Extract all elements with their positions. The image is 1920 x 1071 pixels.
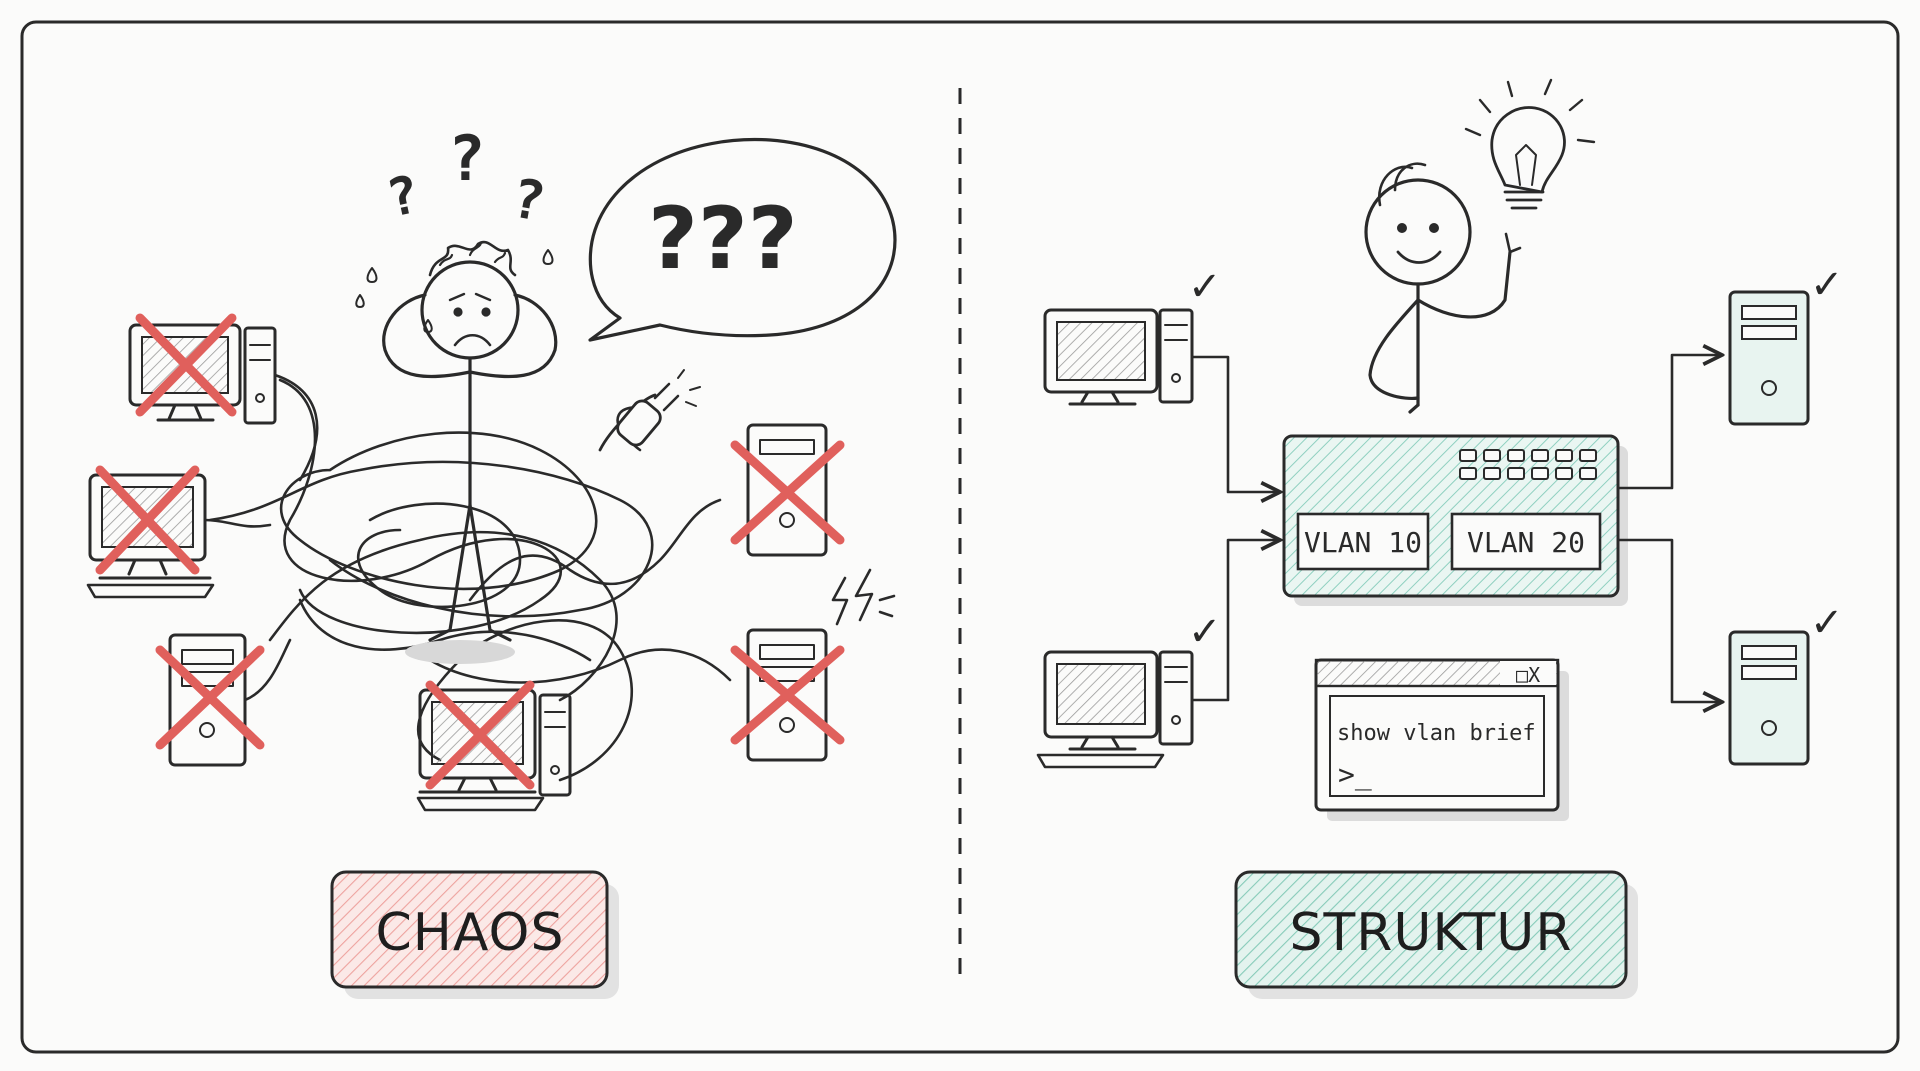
server-tower-2 — [730, 423, 845, 557]
speech-bubble-text: ??? — [648, 189, 798, 289]
server-1 — [1728, 290, 1810, 426]
connector-server-2 — [1616, 538, 1722, 702]
vlan-20-label: VLAN 20 — [1467, 526, 1585, 559]
workstation-2 — [1036, 650, 1194, 769]
server-2 — [1728, 630, 1810, 766]
chaos-panel: ? ? ? ??? — [86, 122, 897, 999]
structure-label: STRUKTUR — [1234, 870, 1638, 999]
connector-workstation-2 — [1190, 540, 1280, 702]
question-mark-icon: ? — [382, 165, 425, 230]
vlan-20-box — [1450, 512, 1602, 571]
network-switch: VLAN 10 VLAN 20 — [1282, 434, 1628, 606]
checkmark-icon: ✓ — [1810, 600, 1844, 646]
speech-bubble — [588, 137, 897, 342]
lightbulb-icon — [1464, 78, 1596, 210]
question-mark-icon: ? — [507, 166, 550, 234]
vlan-10-box — [1296, 512, 1430, 571]
cross-icon — [425, 680, 535, 790]
question-mark-icon: ? — [448, 122, 485, 195]
page-frame — [20, 20, 1900, 1054]
server-tower-3 — [730, 628, 845, 762]
happy-stick-figure — [1364, 162, 1522, 414]
checkmark-icon: ✓ — [1810, 262, 1844, 308]
checkmark-icon: ✓ — [1188, 264, 1222, 310]
checkmark-icon: ✓ — [1188, 609, 1222, 655]
connector-server-1 — [1616, 355, 1722, 490]
desktop-computer-2 — [86, 465, 272, 599]
floor-shadow — [405, 640, 515, 664]
cross-icon — [95, 465, 200, 575]
chaos-label-text: CHAOS — [375, 903, 564, 963]
terminal-window-controls: _□X — [1504, 663, 1540, 687]
terminal-prompt: >_ — [1338, 758, 1372, 792]
terminal-command: show vlan brief — [1337, 721, 1536, 746]
desktop-computer-1 — [128, 313, 319, 482]
cross-icon — [135, 313, 237, 417]
desktop-computer-3 — [416, 680, 572, 812]
cross-icon — [730, 440, 845, 545]
power-plug-icon — [598, 369, 701, 452]
cross-icon — [155, 645, 265, 750]
structure-label-text: STRUKTUR — [1290, 903, 1573, 963]
cross-icon — [730, 645, 845, 745]
workstation-1 — [1043, 308, 1194, 406]
lightning-icon — [831, 568, 896, 626]
chaos-label: CHAOS — [330, 870, 619, 999]
terminal-window: _□X show vlan brief >_ — [1314, 658, 1569, 821]
vlan-10-label: VLAN 10 — [1304, 526, 1422, 559]
connector-workstation-1 — [1190, 355, 1280, 492]
server-tower-1 — [155, 633, 292, 767]
switch-ports — [1459, 449, 1597, 480]
structure-panel: ✓ ✓ VLAN 10 — [1036, 78, 1844, 999]
confused-stick-figure — [355, 240, 558, 642]
